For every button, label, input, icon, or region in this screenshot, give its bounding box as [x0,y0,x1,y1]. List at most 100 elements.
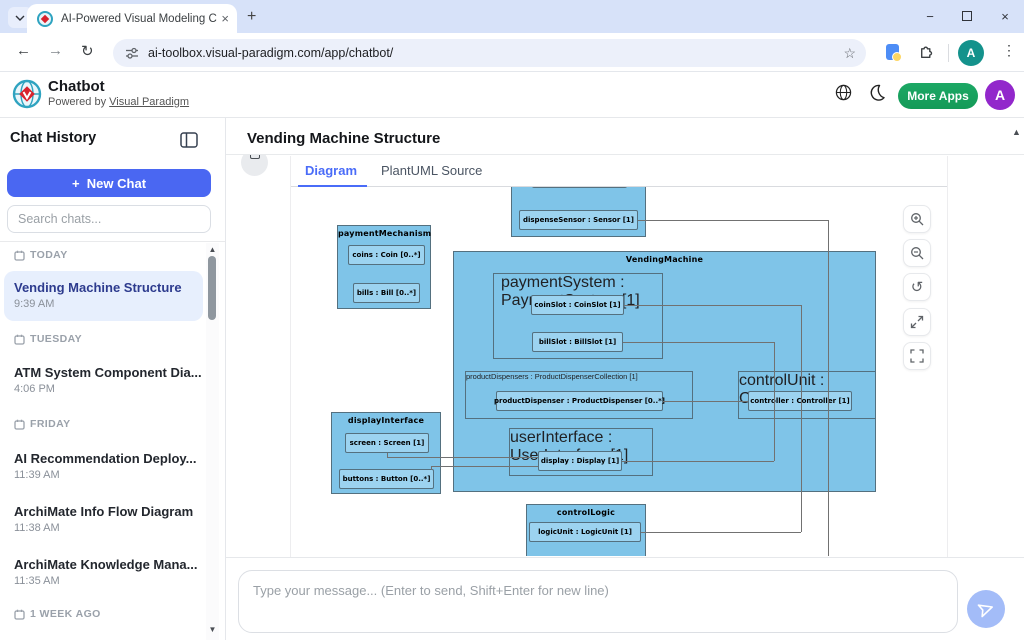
composer-divider [226,557,1024,558]
section-label-week-ago: 1 WEEK AGO [14,608,101,620]
connector-line [638,220,828,221]
diagram-node-buttons: buttons : Button [0..*] [339,469,434,489]
tab-close-icon[interactable]: × [221,11,229,26]
page-title: Vending Machine Structure [247,130,441,147]
diagram-node-screen: screen : Screen [1] [345,433,429,453]
page-scroll-up-arrow[interactable]: ▲ [1012,127,1021,137]
diagram-tabs: Diagram PlantUML Source [291,156,947,187]
chat-item-active[interactable]: Vending Machine Structure 9:39 AM [4,271,203,321]
connector-line [431,466,432,470]
sidebar-header [0,118,225,155]
connector-line [623,342,774,343]
back-button[interactable]: ← [16,42,31,59]
tab-plantuml-source[interactable]: PlantUML Source [381,163,483,178]
diagram-node-dispense-sensor: dispenseSensor : Sensor [1] [519,210,638,230]
reset-view-button[interactable]: ↺ [903,273,931,301]
browser-tab[interactable]: AI-Powered Visual Modeling Ch × [27,4,237,33]
bookmark-star-button[interactable]: ☆ [843,44,856,61]
message-input[interactable] [238,570,958,633]
scrollbar-thumb[interactable] [208,256,216,320]
conversation-header: Vending Machine Structure [226,118,1024,155]
toolbar-separator [948,44,949,62]
new-tab-button[interactable]: + [247,8,257,25]
diagram-node-controller: controller : Controller [1] [748,391,852,411]
pane-divider [225,118,226,640]
language-globe-icon[interactable] [835,84,852,101]
reload-button[interactable]: ↻ [81,43,94,60]
connector-line [801,305,802,532]
browser-menu-button[interactable]: ⋮ [1002,42,1016,58]
tab-title: AI-Powered Visual Modeling Ch [61,12,218,25]
powered-by-text: Powered by Visual Paradigm [48,96,190,108]
diagram-node-product-dispenser: productDispenser : ProductDispenser [0..… [494,391,665,411]
connector-line [387,457,538,458]
tab-diagram[interactable]: Diagram [305,163,358,178]
visual-paradigm-logo [12,79,42,109]
diagram-node-coins: coins : Coin [0..*] [348,245,425,265]
section-label-tuesday: TUESDAY [14,333,82,345]
expand-arrows-icon [910,315,924,329]
diagram-node-bill-slot: billSlot : BillSlot [1] [532,332,623,352]
site-favicon-icon [37,10,53,27]
diagram-node-partial [532,187,627,188]
calendar-icon [14,419,25,430]
app-title: Chatbot [48,78,105,95]
search-input[interactable] [7,205,211,233]
expand-button[interactable] [903,308,931,336]
connector-line [387,453,388,458]
calendar-icon [14,334,25,345]
reset-icon: ↺ [910,279,924,296]
url-text: ai-toolbox.visual-paradigm.com/app/chatb… [148,46,394,60]
connector-line [663,401,748,402]
zoom-in-button[interactable] [903,205,931,233]
calendar-icon [14,609,25,620]
diagram-node-coin-slot: coinSlot : CoinSlot [1] [531,295,624,315]
chevron-down-icon [15,15,25,21]
diagram-node-bills: bills : Bill [0..*] [353,283,420,303]
chat-item[interactable]: ArchiMate Knowledge Mana... 11:35 AM [14,557,198,587]
section-label-today: TODAY [14,249,68,261]
visual-paradigm-link[interactable]: Visual Paradigm [109,96,190,108]
connector-line [622,461,774,462]
collapse-sidebar-icon[interactable] [180,132,198,148]
active-tab-underline [298,184,367,187]
window-close-button[interactable]: × [1001,9,1009,24]
window-minimize-button[interactable]: − [926,9,934,24]
app-header [0,72,1024,118]
connector-line [828,220,829,556]
site-settings-icon[interactable] [125,46,139,60]
browser-profile-avatar[interactable]: A [958,40,984,66]
user-avatar[interactable]: A [985,80,1015,110]
calendar-icon [14,250,25,261]
diagram-canvas[interactable]: dispenseSensor : Sensor [1] paymentMecha… [291,187,947,556]
forward-button[interactable]: → [48,42,63,59]
chat-item[interactable]: AI Recommendation Deploy... 11:39 AM [14,451,197,481]
window-titlebar: AI-Powered Visual Modeling Ch × + − × [0,0,1024,33]
tab-search-button[interactable] [8,7,32,28]
extensions-icon[interactable] [918,43,935,60]
chat-item[interactable]: ATM System Component Dia... 4:06 PM [14,365,202,395]
window-maximize-button[interactable] [962,11,972,21]
zoom-out-icon [910,246,923,259]
scrollbar-up-arrow[interactable]: ▲ [208,245,217,254]
password-manager-icon[interactable] [886,44,902,62]
scrollbar-down-arrow[interactable]: ▼ [208,625,217,634]
sidebar-title: Chat History [10,130,97,146]
diagram-node-logic-unit: logicUnit : LogicUnit [1] [529,522,641,542]
zoom-in-icon [910,212,923,225]
sidebar-scrollbar[interactable]: ▲ ▼ [206,243,219,640]
send-button[interactable] [967,590,1005,628]
connector-line [431,466,538,467]
send-plane-icon [977,604,993,618]
connector-line [641,532,801,533]
dark-mode-moon-icon[interactable] [869,84,885,101]
section-label-friday: FRIDAY [14,418,71,430]
more-apps-button[interactable]: More Apps [898,83,978,109]
chat-item[interactable]: ArchiMate Info Flow Diagram 11:38 AM [14,504,194,534]
fullscreen-corners-icon [910,349,924,363]
fullscreen-button[interactable] [903,342,931,370]
new-chat-button[interactable]: + New Chat [7,169,211,197]
zoom-out-button[interactable] [903,239,931,267]
address-bar[interactable]: ai-toolbox.visual-paradigm.com/app/chatb… [113,39,866,67]
connector-line [624,305,801,306]
